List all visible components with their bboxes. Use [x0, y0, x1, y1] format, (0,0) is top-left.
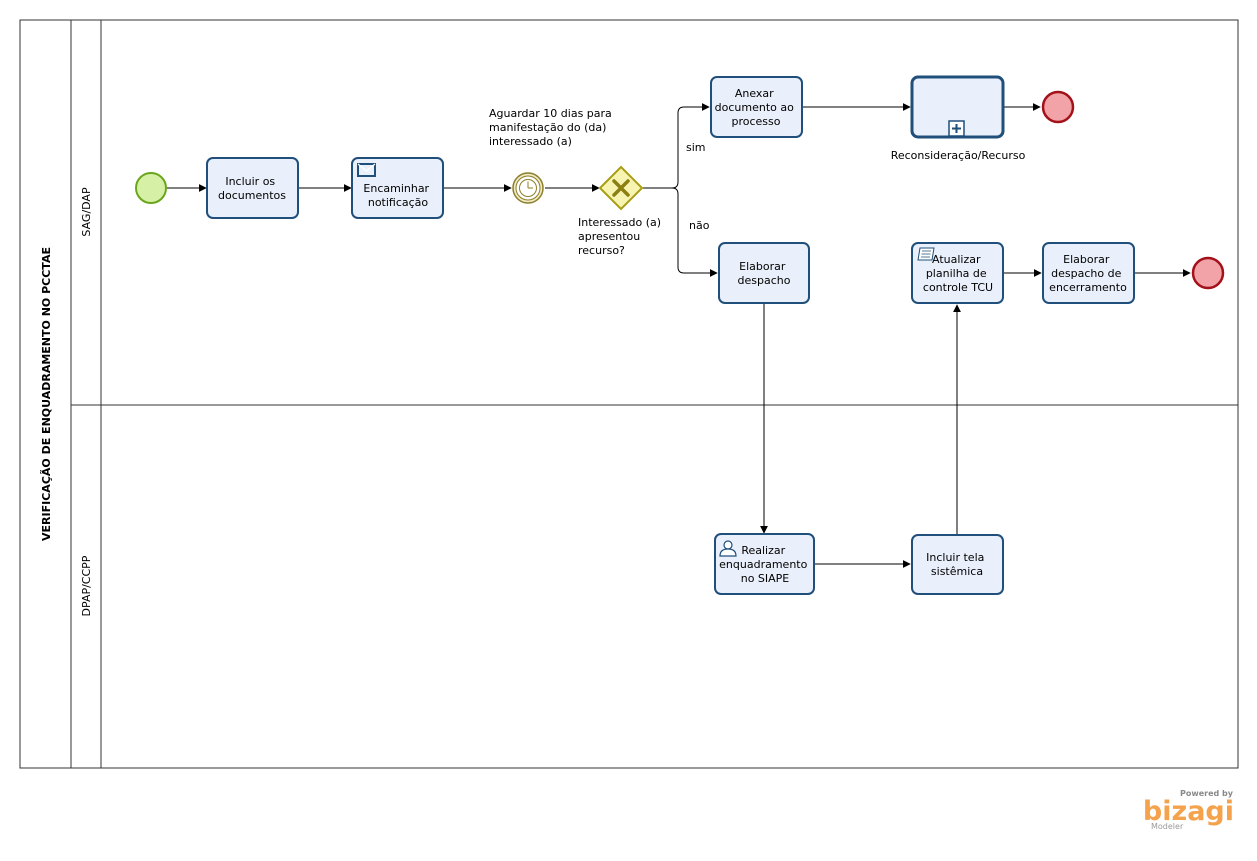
- svg-text:Encaminhar notificação: Encaminhar notificação: [363, 182, 432, 209]
- timer-label: Aguardar 10 dias para manifestação do (d…: [489, 107, 615, 148]
- task-elaborar-encerramento[interactable]: Elaborar despacho de encerramento: [1042, 242, 1135, 304]
- lane-sag-dap: SAG/DAP: [80, 187, 93, 237]
- sequence-flows: [166, 103, 1191, 568]
- pool: VERIFICAÇÃO DE ENQUADRAMENTO NO PCCTAE: [19, 19, 1239, 769]
- flow-gateway-elaborar: [641, 187, 718, 277]
- product-name: Modeler: [1151, 822, 1184, 831]
- bizagi-logo: Powered by bizagi Modeler: [1143, 789, 1234, 831]
- task-label-line: Encaminhar: [363, 182, 429, 195]
- message-envelope-icon: [357, 163, 376, 177]
- gateway-label: Interessado (a) apresentou recurso?: [578, 216, 665, 257]
- task-anexar-documento[interactable]: Anexar documento ao processo: [710, 76, 803, 138]
- task-label-line: Incluir os: [225, 175, 275, 188]
- subprocess-reconsideracao[interactable]: [910, 75, 1005, 139]
- powered-by-text: Powered by: [1180, 789, 1234, 798]
- timer-event[interactable]: [512, 172, 544, 204]
- lane-dpap-ccpp: DPAP/CCPP: [80, 555, 93, 616]
- lane-label: SAG/DAP: [80, 187, 93, 237]
- flow-label-sim: sim: [686, 141, 706, 154]
- subprocess-plus-icon: [948, 120, 965, 137]
- task-label-line: enquadramento: [719, 558, 807, 571]
- task-label-line: encerramento: [1049, 281, 1127, 294]
- end-event[interactable]: [1041, 90, 1075, 124]
- task-label-line: documento ao: [715, 101, 794, 114]
- task-atualizar-planilha[interactable]: Atualizar planilha de controle TCU: [911, 242, 1004, 304]
- svg-text:Anexar documento ao: Anexar documento ao processo: [715, 87, 798, 128]
- lane-label: DPAP/CCPP: [80, 555, 93, 616]
- task-label-line: Elaborar: [739, 260, 786, 273]
- task-label-line: processo: [731, 115, 780, 128]
- task-label-line: no SIAPE: [741, 572, 790, 585]
- start-event[interactable]: [135, 172, 167, 204]
- pool-title: VERIFICAÇÃO DE ENQUADRAMENTO NO PCCTAE: [40, 247, 53, 541]
- task-elaborar-despacho[interactable]: Elaborar despacho: [718, 242, 810, 304]
- task-label-line: Anexar: [735, 87, 774, 100]
- task-label-line: Atualizar: [932, 253, 981, 266]
- task-label-line: documentos: [218, 189, 286, 202]
- task-label-line: notificação: [368, 196, 429, 209]
- task-encaminhar-notificacao[interactable]: Encaminhar notificação: [351, 157, 444, 219]
- task-label-line: despacho de: [1051, 267, 1121, 280]
- x-icon: [612, 179, 630, 197]
- flow-label-nao: não: [689, 219, 710, 232]
- svg-text:Elaborar despacho de: Elaborar despacho de encerramento: [1049, 253, 1127, 294]
- task-label-line: Incluir tela: [926, 551, 984, 564]
- task-label-line: Realizar: [741, 544, 785, 557]
- task-label-line: Elaborar: [1063, 253, 1110, 266]
- script-task-icon: [917, 247, 935, 261]
- task-label-line: sistêmica: [931, 565, 983, 578]
- task-incluir-tela[interactable]: Incluir tela sistêmica: [911, 534, 1004, 595]
- task-label-line: despacho: [738, 274, 791, 287]
- svg-text:Atualizar planilha de: Atualizar planilha de controle TCU: [923, 253, 993, 294]
- end-event[interactable]: [1191, 256, 1225, 290]
- brand-name: bizagi: [1143, 796, 1234, 827]
- svg-text:Realizar enquadramento: Realizar enquadramento no SIAPE: [719, 544, 811, 585]
- task-label-line: planilha de: [926, 267, 987, 280]
- svg-text:Incluir tela sistêmica: Incluir tela sistêmica: [926, 551, 988, 578]
- svg-text:Incluir os documentos: Incluir os documentos: [218, 175, 286, 202]
- flow-gateway-anexar: [641, 103, 710, 189]
- task-label-line: controle TCU: [923, 281, 993, 294]
- exclusive-gateway[interactable]: [598, 165, 644, 211]
- task-realizar-enquadramento[interactable]: Realizar enquadramento no SIAPE: [714, 533, 815, 595]
- task-incluir-documentos[interactable]: Incluir os documentos: [206, 157, 299, 219]
- subprocess-label: Reconsideração/Recurso: [891, 149, 1026, 162]
- user-task-icon: [719, 540, 737, 557]
- svg-text:Elaborar despacho: Elaborar despacho: [738, 260, 791, 287]
